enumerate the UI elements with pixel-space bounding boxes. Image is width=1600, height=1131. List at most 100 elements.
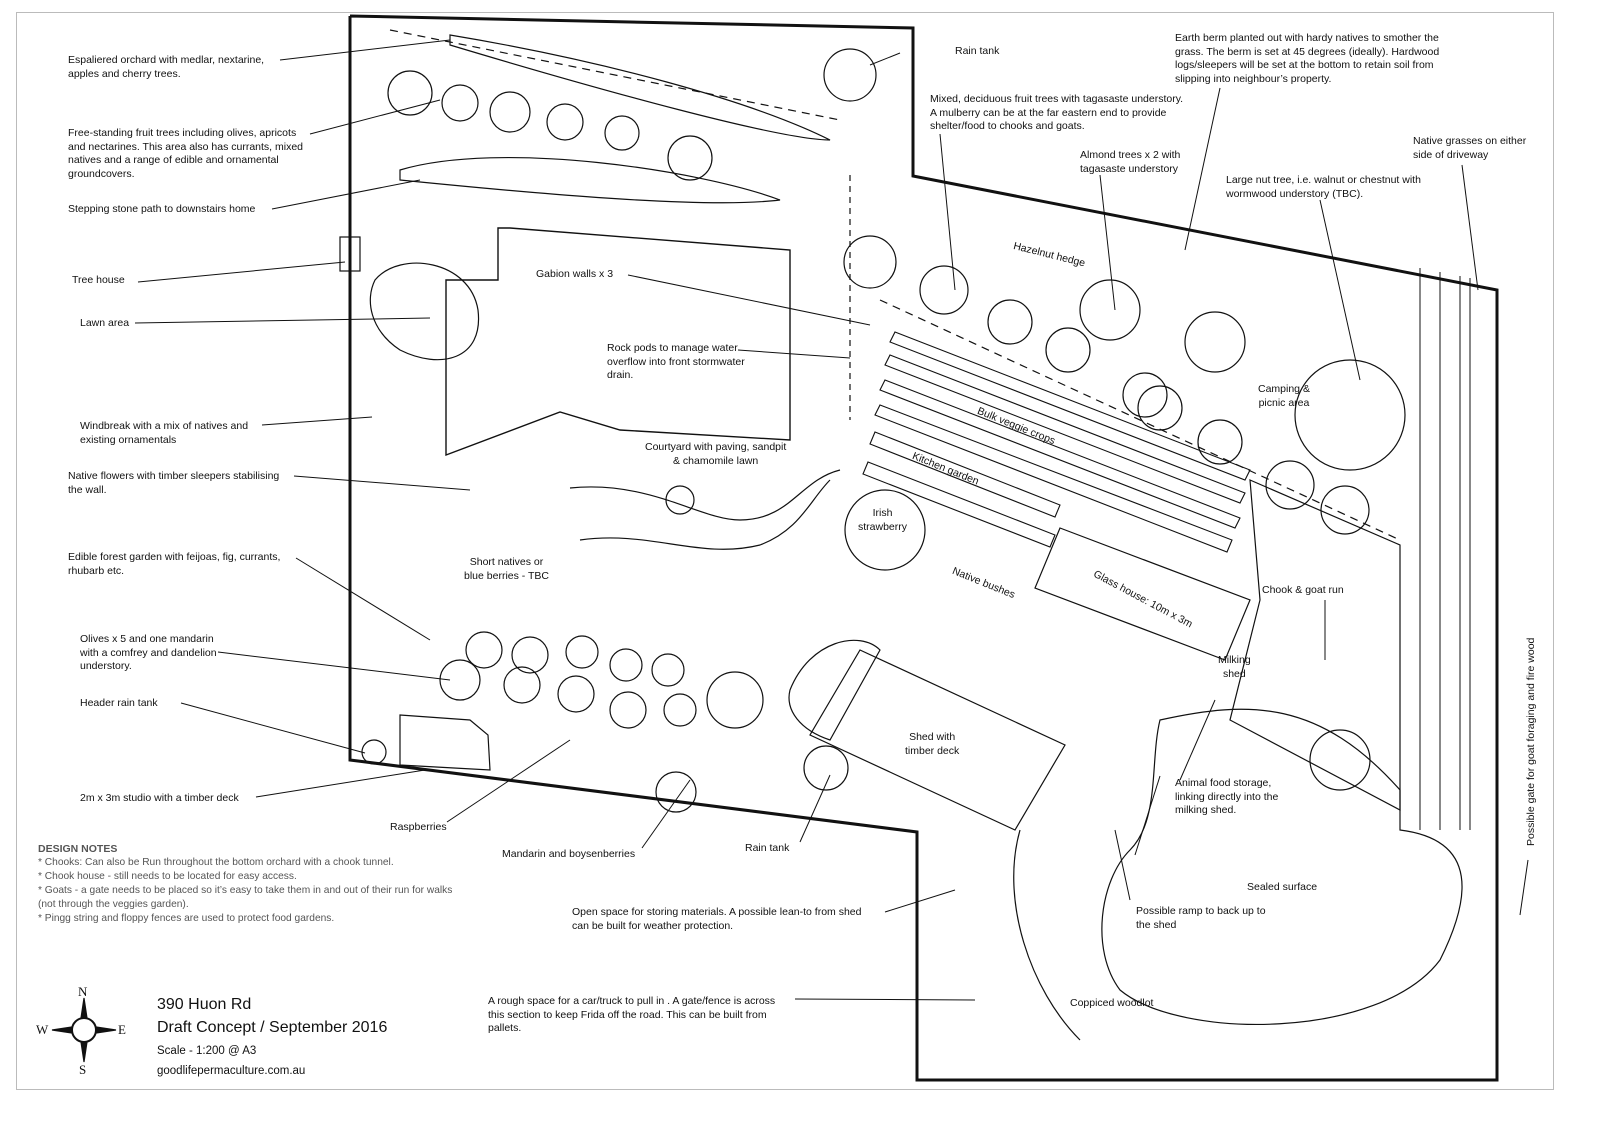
- title-block: 390 Huon Rd Draft Concept / September 20…: [157, 993, 387, 1080]
- compass-west: W: [36, 1022, 49, 1037]
- compass-south: S: [79, 1062, 87, 1077]
- label-rough-space: A rough space for a car/truck to pull in…: [488, 995, 776, 1035]
- tree-canopy: [1309, 729, 1371, 791]
- tree-canopy: [503, 666, 541, 704]
- tree-canopy: [1294, 359, 1406, 471]
- coppice-edge: [1013, 829, 1081, 1041]
- leader-lines: [134, 39, 1529, 1001]
- compass-east: E: [118, 1022, 126, 1037]
- design-notes-heading: DESIGN NOTES: [38, 843, 118, 855]
- title-scale: Scale - 1:200 @ A3: [157, 1045, 257, 1057]
- label-shed: Shed with timber deck: [905, 731, 960, 757]
- tree-canopy: [1122, 372, 1168, 418]
- label-native-grasses: Native grasses on either side of drivewa…: [1413, 135, 1527, 161]
- glass-house: [1034, 527, 1251, 661]
- label-coppiced-woodlot: Coppiced woodlot: [1070, 997, 1154, 1009]
- label-possible-ramp: Possible ramp to back up to the shed: [1136, 905, 1266, 931]
- design-notes: DESIGN NOTES * Chooks: Can also be Run t…: [38, 842, 458, 926]
- label-rain-tank-bottom: Rain tank: [745, 842, 790, 854]
- label-courtyard: Courtyard with paving, sandpit & chamomi…: [645, 441, 787, 467]
- chook-goat-run: [1229, 479, 1401, 811]
- design-note: * Pingg string and floppy fences are use…: [38, 913, 335, 924]
- label-native-flowers: Native flowers with timber sleepers stab…: [68, 470, 280, 496]
- label-edible-forest-garden: Edible forest garden with feijoas, fig, …: [68, 551, 281, 577]
- label-mixed-fruit-trees: Mixed, deciduous fruit trees with tagasa…: [930, 93, 1184, 133]
- label-rock-pods: Rock pods to manage water overflow into …: [607, 342, 745, 382]
- trees: [387, 70, 1406, 813]
- label-espaliered-orchard: Espaliered orchard with medlar, nextarin…: [68, 54, 265, 80]
- tree-canopy: [465, 631, 503, 669]
- tree-canopy: [651, 653, 685, 687]
- label-open-space: Open space for storing materials. A poss…: [572, 906, 862, 932]
- title-subtitle: Draft Concept / September 2016: [157, 1019, 388, 1036]
- tree-canopy: [1079, 279, 1141, 341]
- label-almond-trees: Almond trees x 2 with tagasaste understo…: [1080, 149, 1181, 175]
- tree-canopy: [667, 135, 713, 181]
- tree-canopy: [987, 299, 1033, 345]
- label-camping-picnic: Camping & picnic area: [1258, 383, 1310, 409]
- tree-canopy: [439, 659, 481, 701]
- label-sealed-surface: Sealed surface: [1247, 881, 1318, 893]
- veggie-beds: [862, 331, 1251, 553]
- rain-tank-top: [823, 48, 877, 102]
- label-windbreak: Windbreak with a mix of natives and exis…: [80, 420, 249, 446]
- shed: [809, 649, 1066, 831]
- label-stepping-stone-path: Stepping stone path to downstairs home: [68, 203, 256, 215]
- tree-canopy: [489, 91, 531, 133]
- espalier-bed: [449, 34, 831, 141]
- tree-canopy: [441, 84, 479, 122]
- studio: [399, 714, 491, 771]
- driveway-strip: [1419, 268, 1471, 830]
- design-note: * Chooks: Can also be Run throughout the…: [38, 857, 394, 868]
- label-possible-gate: Possible gate for goat foraging and fire…: [1525, 637, 1537, 846]
- label-irish-strawberry: Irish strawberry: [858, 507, 908, 533]
- label-tree-house: Tree house: [72, 274, 125, 286]
- timber-deck: [788, 639, 881, 741]
- tree-canopy: [843, 235, 897, 289]
- label-short-natives: Short natives or blue berries - TBC: [464, 556, 550, 582]
- rain-tank-bottom: [803, 745, 849, 791]
- tree-canopy: [1137, 385, 1183, 431]
- label-mandarin-boysenberries: Mandarin and boysenberries: [502, 848, 636, 860]
- label-olives: Olives x 5 and one mandarin with a comfr…: [80, 633, 217, 673]
- tree-canopy: [1197, 419, 1243, 465]
- label-raspberries: Raspberries: [390, 821, 447, 833]
- label-chook-goat-run: Chook & goat run: [1262, 584, 1344, 596]
- tree-canopy: [609, 691, 647, 729]
- label-milking-shed: Milking shed: [1218, 654, 1251, 680]
- property-boundary: [348, 14, 1499, 1082]
- label-earth-berm: Earth berm planted out with hardy native…: [1175, 32, 1440, 85]
- tree-canopy: [511, 636, 549, 674]
- tree-canopy: [844, 489, 926, 571]
- design-note: * Chook house - still needs to be locate…: [38, 871, 297, 882]
- design-note: * Goats - a gate needs to be placed so i…: [38, 885, 453, 910]
- tree-canopy: [1045, 327, 1091, 373]
- tree-canopy: [604, 115, 640, 151]
- sealed-surface: [1101, 708, 1463, 1025]
- path-line-top: [389, 29, 841, 121]
- freestanding-bed: [399, 156, 781, 204]
- tree-canopy: [706, 671, 764, 729]
- courtyard-wall-2: [579, 479, 831, 550]
- tree-canopy: [919, 265, 969, 315]
- compass-north: N: [78, 984, 88, 999]
- tree-canopy: [1184, 311, 1246, 373]
- tree-canopy: [557, 675, 595, 713]
- tree-canopy: [1320, 485, 1370, 535]
- label-animal-food-storage: Animal food storage, linking directly in…: [1175, 777, 1279, 817]
- house-footprint: [445, 227, 791, 457]
- label-rain-tank-top: Rain tank: [955, 45, 1000, 57]
- page-frame: [16, 12, 1554, 1090]
- compass-rose: [51, 997, 117, 1063]
- label-studio: 2m x 3m studio with a timber deck: [80, 792, 239, 804]
- tree-canopy: [665, 485, 695, 515]
- tree-canopy: [609, 648, 643, 682]
- tree-canopy: [546, 103, 584, 141]
- label-header-rain-tank: Header rain tank: [80, 697, 158, 709]
- label-free-standing-fruit-trees: Free-standing fruit trees including oliv…: [68, 127, 304, 180]
- tree-canopy: [1265, 460, 1315, 510]
- label-lawn-area: Lawn area: [80, 317, 130, 329]
- tree-canopy: [655, 771, 697, 813]
- tree-canopy: [387, 70, 433, 116]
